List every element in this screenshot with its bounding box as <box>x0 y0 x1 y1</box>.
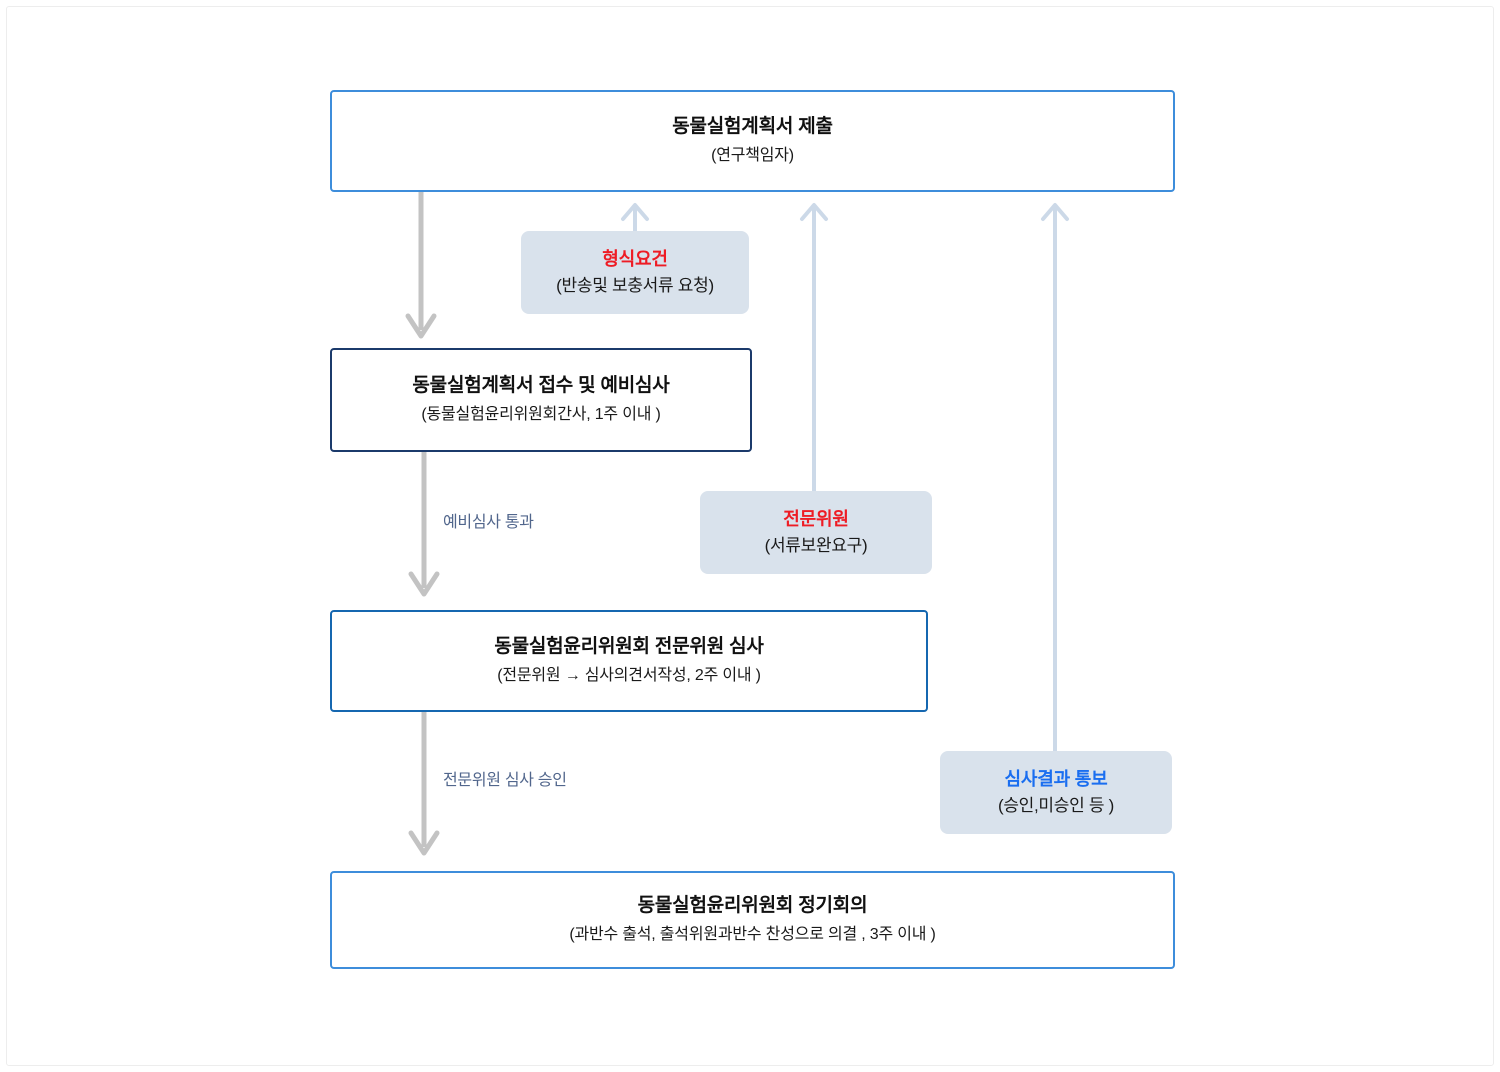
node-submit-subtitle: (연구책임자) <box>711 146 794 164</box>
callout-expert-committee[interactable]: 전문위원 (서류보완요구) <box>700 491 932 574</box>
callout-review-result-title: 심사결과 통보 <box>1004 768 1108 789</box>
callout-format-requirement[interactable]: 형식요건 (반송및 보충서류 요청) <box>521 231 749 314</box>
node-regular-meeting-title: 동물실험윤리위원회 정기회의 <box>637 895 868 917</box>
node-regular-meeting-subtitle: (과반수 출석, 출석위원과반수 찬성으로 의결 , 3주 이내 ) <box>569 925 936 943</box>
arrow-expert-committee-up <box>800 203 828 492</box>
node-expert-review[interactable]: 동물실험윤리위원회 전문위원 심사 (전문위원 → 심사의견서작성, 2주 이내… <box>330 610 928 712</box>
node-expert-review-subtitle: (전문위원 → 심사의견서작성, 2주 이내 ) <box>497 666 761 684</box>
arrow-format-requirement-up <box>621 203 649 232</box>
edge-label-expert-approval: 전문위원 심사 승인 <box>443 772 567 789</box>
callout-review-result-subtitle: (승인,미승인 등 ) <box>997 796 1115 816</box>
node-submit[interactable]: 동물실험계획서 제출 (연구책임자) <box>330 90 1175 192</box>
node-regular-meeting[interactable]: 동물실험윤리위원회 정기회의 (과반수 출석, 출석위원과반수 찬성으로 의결 … <box>330 871 1175 969</box>
callout-review-result[interactable]: 심사결과 통보 (승인,미승인 등 ) <box>940 751 1172 834</box>
callout-expert-committee-title: 전문위원 <box>783 508 849 529</box>
edge-label-prereview-pass: 예비심사 통과 <box>443 514 534 531</box>
arrow-prereview-to-expert-review <box>408 452 440 597</box>
callout-format-requirement-title: 형식요건 <box>602 248 668 269</box>
node-expert-review-title: 동물실험윤리위원회 전문위원 심사 <box>494 636 764 658</box>
callout-format-requirement-subtitle: (반송및 보충서류 요청) <box>556 276 714 296</box>
arrow-expert-review-to-meeting <box>408 712 440 856</box>
node-submit-title: 동물실험계획서 제출 <box>672 116 833 138</box>
arrow-submit-to-prereview <box>405 192 437 339</box>
callout-expert-committee-subtitle: (서류보완요구) <box>764 536 868 556</box>
node-receipt-prereview-subtitle: (동물실험윤리위원회간사, 1주 이내 ) <box>421 405 661 423</box>
node-receipt-prereview[interactable]: 동물실험계획서 접수 및 예비심사 (동물실험윤리위원회간사, 1주 이내 ) <box>330 348 752 452</box>
arrow-review-result-up <box>1041 203 1069 752</box>
node-receipt-prereview-title: 동물실험계획서 접수 및 예비심사 <box>412 375 670 397</box>
